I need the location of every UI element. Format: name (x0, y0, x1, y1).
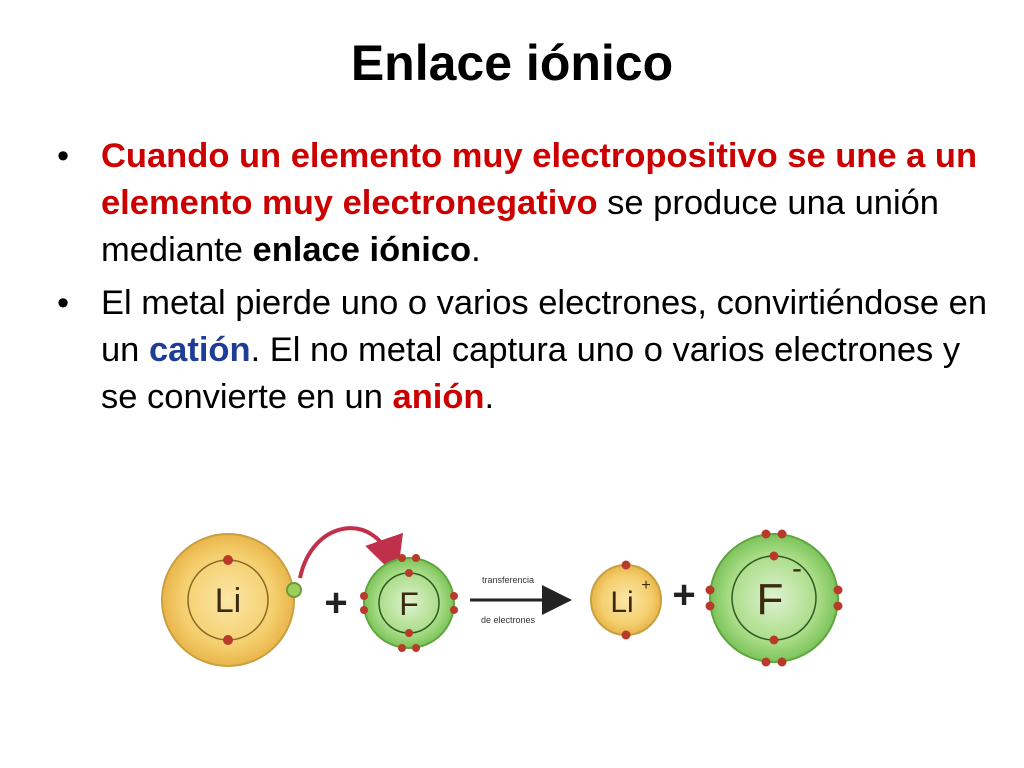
electron-dot (833, 585, 843, 595)
electron-dot (398, 644, 406, 652)
electron-dot (223, 635, 233, 645)
electron-dot (412, 644, 420, 652)
cation-charge: + (641, 577, 650, 594)
electron-transfer-curve-arrow (298, 526, 404, 579)
fluorine-symbol: F (399, 586, 419, 622)
fluorine-anion-symbol: F (757, 575, 784, 624)
lithium-atom-neutral: Li (161, 533, 302, 667)
arrow-caption-top: transferencia (482, 575, 534, 585)
text-ionic-bond: enlace iónico (252, 231, 472, 269)
text-anion: anión (392, 378, 485, 416)
bullet-marker: • (57, 137, 70, 175)
text-period: . (471, 231, 481, 269)
electron-dot (360, 592, 368, 600)
text-cation: catión (148, 331, 251, 369)
text-period: . (484, 378, 495, 416)
electron-dot (769, 635, 779, 645)
electron-dot (777, 529, 787, 539)
electron-dot (761, 529, 771, 539)
transferred-electron-dot (286, 582, 302, 598)
electron-dot (705, 585, 715, 595)
text-plain: se produce una unión mediante (101, 184, 939, 269)
ionic-bond-svg: Li + F transferencia de electrones (161, 526, 843, 667)
text-electropositive-electronegative: Cuando un elemento muy electropositivo s… (101, 137, 978, 222)
plus-sign: + (324, 581, 347, 625)
electron-dot (360, 606, 368, 614)
bullet-item-cation-anion: • El metal pierde uno o varios electrone… (57, 280, 987, 421)
lithium-cation-symbol: Li (610, 586, 633, 619)
text-plain: El metal pierde uno o varios electrones,… (101, 284, 987, 369)
electron-dot (621, 560, 631, 570)
electron-dot (412, 554, 420, 562)
electron-dot (761, 657, 771, 667)
lithium-outer-shell (161, 533, 295, 667)
fluorine-atom-neutral: F (360, 554, 458, 652)
bullet-item-ionic-definition: • Cuando un elemento muy electropositivo… (57, 133, 987, 274)
lithium-symbol: Li (215, 582, 241, 620)
electron-dot (833, 601, 843, 611)
bullet-marker: • (57, 284, 70, 322)
ionic-bond-diagram: Li + F transferencia de electrones (152, 490, 864, 680)
fluorine-anion-outer-shell (709, 533, 839, 663)
text-plain: . El no metal captura uno o varios elect… (101, 331, 961, 416)
lithium-cation: Li + (590, 560, 662, 640)
electron-dot (450, 592, 458, 600)
bullet-list: • Cuando un elemento muy electropositivo… (57, 133, 987, 427)
electron-dot (769, 551, 779, 561)
plus-sign: + (672, 573, 695, 617)
electron-dot (705, 601, 715, 611)
arrow-caption-bottom: de electrones (481, 615, 536, 625)
electron-dot (777, 657, 787, 667)
fluorine-anion: F - (705, 529, 843, 667)
slide-title: Enlace iónico (350, 35, 674, 91)
electron-dot (405, 629, 413, 637)
fluorine-outer-shell (363, 557, 455, 649)
electron-dot (398, 554, 406, 562)
anion-charge: - (792, 552, 802, 585)
electron-dot (621, 630, 631, 640)
electron-dot (450, 606, 458, 614)
electron-dot (405, 569, 413, 577)
electron-dot (223, 555, 233, 565)
